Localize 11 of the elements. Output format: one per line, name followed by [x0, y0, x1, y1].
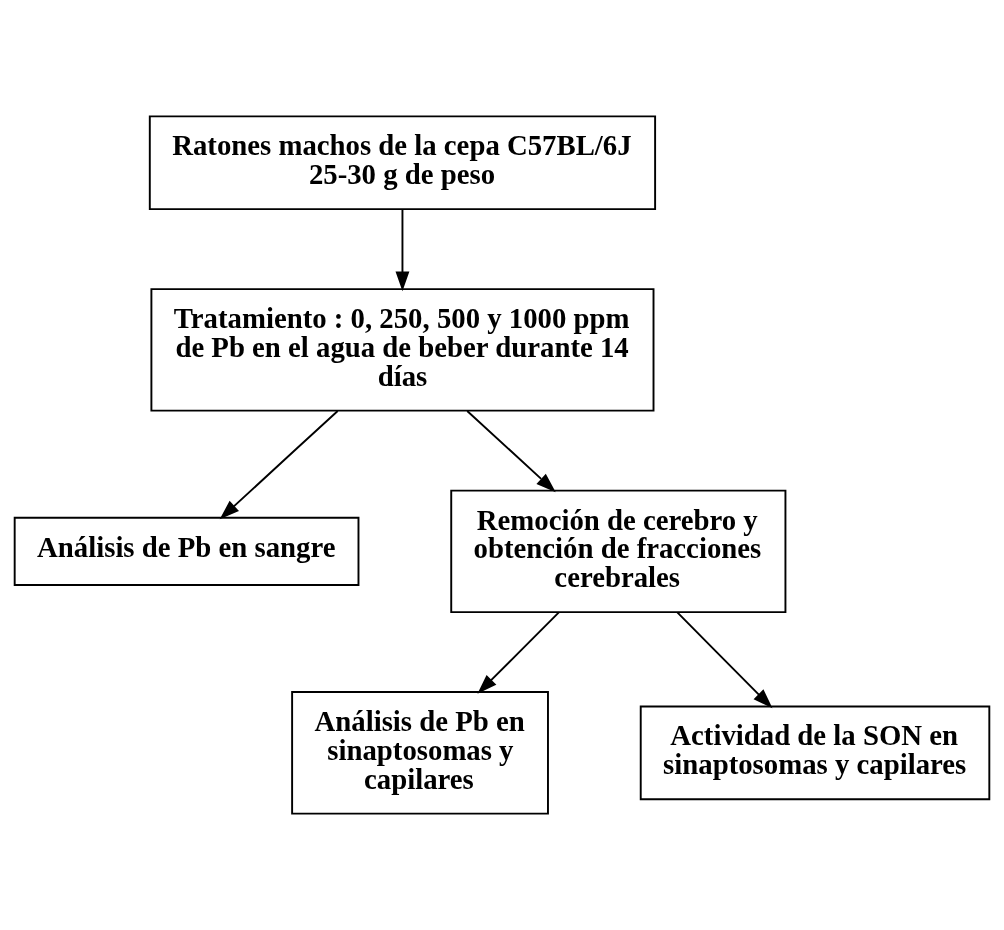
arrow — [477, 611, 560, 694]
arrow — [676, 611, 773, 709]
node-box: Análisis de Pb en sangre — [13, 516, 360, 586]
node-box: Actividad de la SON en sinaptosomas y capilares — [639, 705, 991, 801]
node-box: Ratones machos de la cepa C57BL/6J 25-30 g de peso — [148, 115, 657, 211]
arrow — [466, 410, 556, 493]
arrow — [395, 208, 410, 292]
arrow — [219, 410, 339, 520]
node-box: Remoción de cerebro y obtención de fracciones cerebrales — [450, 489, 787, 614]
node-box: Análisis de Pb en sinaptosomas y capilares — [291, 691, 549, 815]
node-box: Tratamiento : 0, 250, 500 y 1000 ppm de Pb en el agua de beber durante 14 días — [150, 288, 655, 412]
